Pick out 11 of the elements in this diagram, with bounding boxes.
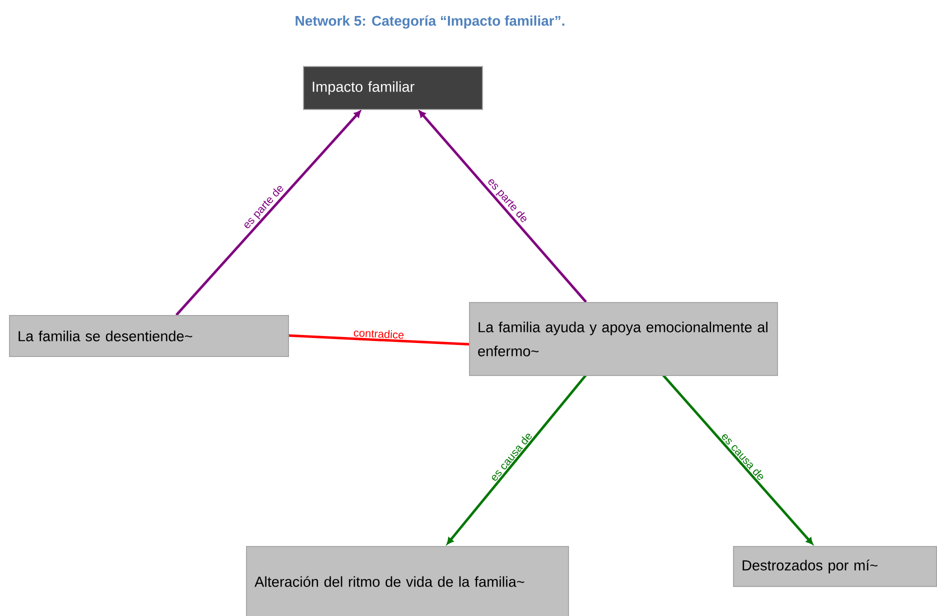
concept-box: La familia ayuda y apoya emocionalmente al enfermo~: [469, 302, 778, 376]
arrow: [175, 110, 361, 316]
arrow: [418, 110, 587, 303]
arrow: [446, 374, 587, 544]
title: Network 5: Categoría “Impacto familiar”.: [296, 15, 564, 29]
edge-label: contradice: [354, 330, 404, 339]
arrow: [662, 374, 813, 545]
concept-box: Destrozados por mí~: [733, 546, 937, 587]
concept-box: La familia se desentiende~: [9, 315, 289, 357]
concept-box: Alteración del ritmo de vida de la familia~: [246, 546, 569, 616]
concept-box: Impacto familiar: [303, 66, 483, 110]
